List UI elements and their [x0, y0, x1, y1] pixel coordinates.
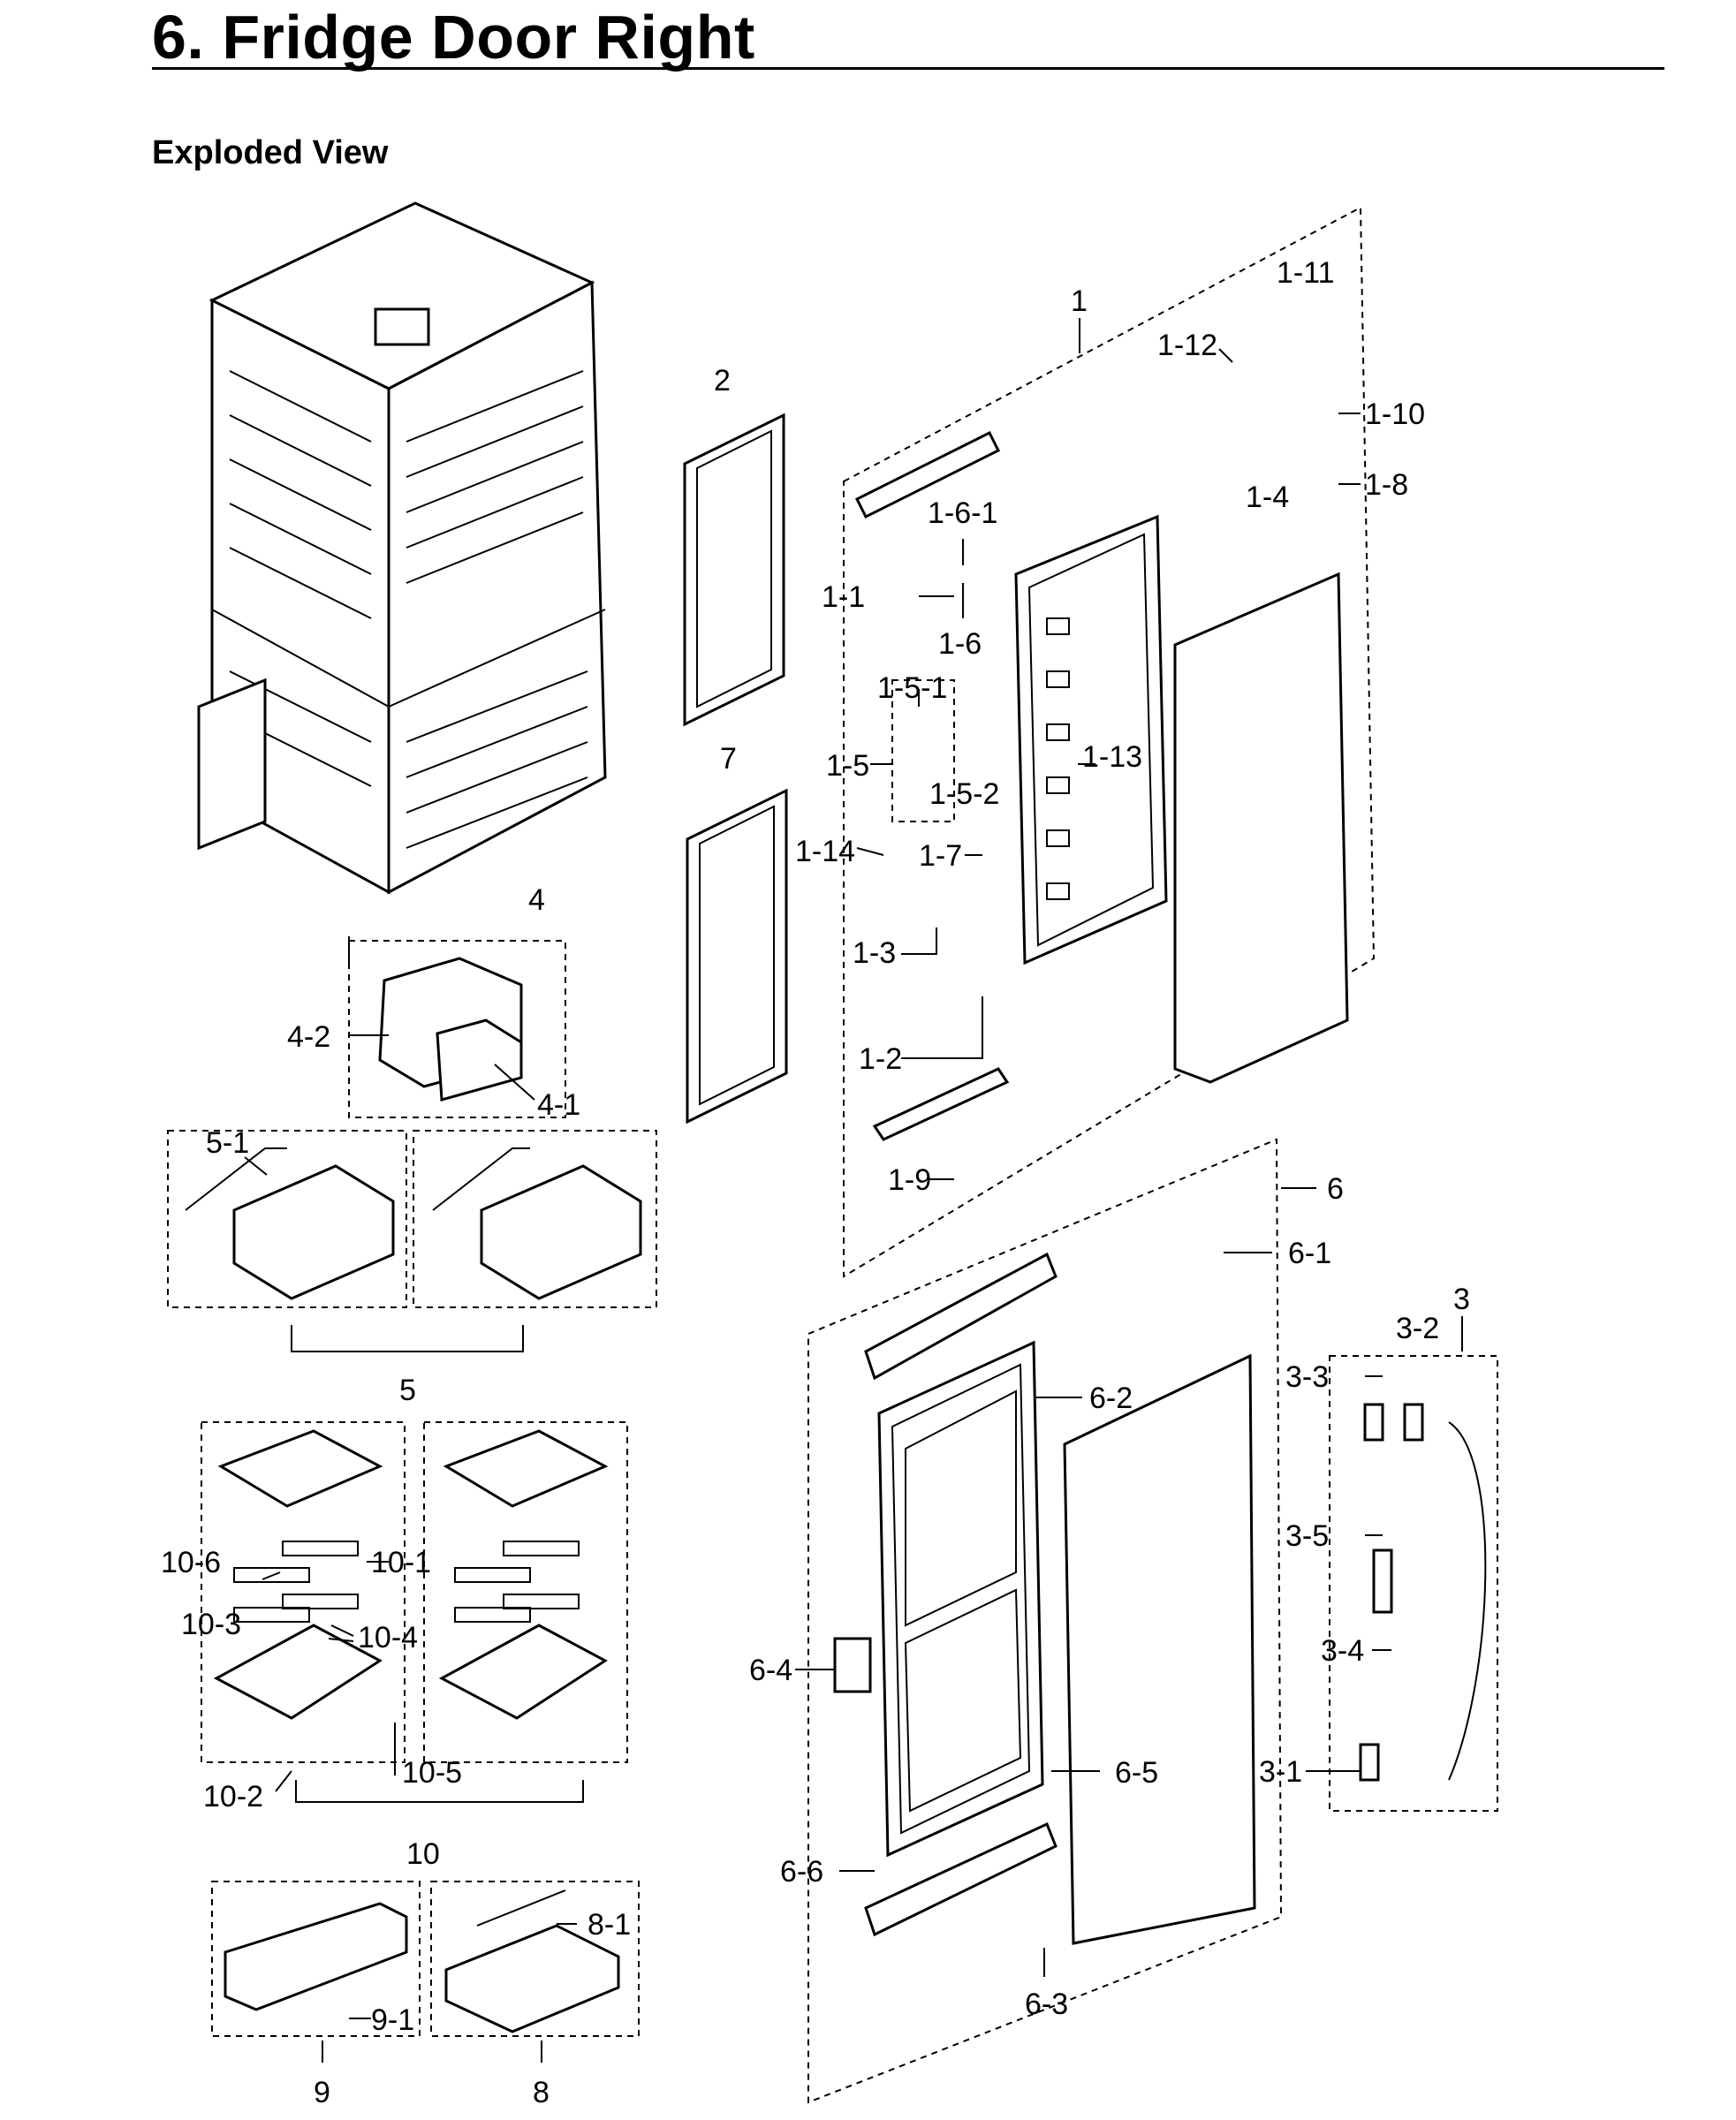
callout-6-5: 6-5: [1115, 1756, 1158, 1790]
callout-8-1: 8-1: [588, 1908, 631, 1942]
callout-1-7: 1-7: [919, 839, 962, 873]
callout-labels: 1 1-11 1-12 1-10 1-8 1-4 1-6-1 1-1 1-6 1…: [161, 256, 1470, 2109]
callout-2: 2: [714, 364, 731, 398]
callout-4-2: 4-2: [287, 1020, 330, 1054]
callout-1-2: 1-2: [859, 1042, 902, 1076]
callout-3-2: 3-2: [1396, 1312, 1439, 1345]
callout-1-13: 1-13: [1082, 740, 1142, 774]
callout-1-1: 1-1: [822, 580, 865, 614]
callout-10-6: 10-6: [161, 1546, 221, 1579]
callout-10-5: 10-5: [402, 1756, 462, 1790]
callout-1-9: 1-9: [888, 1163, 931, 1197]
gasket-2-drawing: [683, 413, 785, 727]
bin-8-drawing: [430, 1881, 640, 2037]
callout-6-4: 6-4: [749, 1654, 792, 1687]
callout-6-3: 6-3: [1025, 1988, 1068, 2021]
callout-10-1: 10-1: [371, 1546, 431, 1579]
callout-1-5-1: 1-5-1: [877, 671, 947, 705]
handle-3-assembly-drawing: [1329, 1355, 1498, 1812]
callout-3: 3: [1453, 1283, 1470, 1316]
callout-1-4: 1-4: [1246, 481, 1289, 514]
callout-6-6: 6-6: [780, 1855, 823, 1889]
gasket-7-drawing: [686, 788, 788, 1124]
callout-3-1: 3-1: [1259, 1755, 1302, 1789]
callout-1-3: 1-3: [853, 936, 896, 970]
bin-5-drawing: [167, 1130, 657, 1352]
callout-9: 9: [314, 2076, 330, 2109]
callout-3-3: 3-3: [1285, 1360, 1329, 1394]
title-underline: [152, 67, 1664, 70]
callout-leader-lines: [244, 318, 1463, 2063]
callout-1-5: 1-5: [826, 749, 869, 783]
callout-5-1: 5-1: [206, 1126, 249, 1160]
callout-1-5-2: 1-5-2: [929, 777, 999, 811]
callout-6-1: 6-1: [1288, 1237, 1331, 1270]
callout-5: 5: [399, 1374, 416, 1407]
callout-4-1: 4-1: [537, 1088, 580, 1122]
callout-8: 8: [533, 2076, 550, 2109]
callout-10-3: 10-3: [181, 1608, 241, 1641]
callout-7: 7: [720, 742, 737, 776]
door-6-assembly-drawing: [807, 1138, 1283, 2104]
callout-1: 1: [1071, 284, 1088, 318]
callout-9-1: 9-1: [371, 2003, 414, 2037]
callout-1-14: 1-14: [795, 835, 855, 868]
callout-1-6-1: 1-6-1: [928, 496, 997, 530]
cabinet-drawing: [197, 201, 607, 895]
bin-9-drawing: [211, 1881, 421, 2037]
callout-3-4: 3-4: [1321, 1634, 1364, 1668]
callout-1-11: 1-11: [1277, 256, 1335, 290]
page-title: 6. Fridge Door Right: [152, 3, 755, 72]
callout-6-2: 6-2: [1089, 1382, 1133, 1415]
bin-4-drawing: [348, 940, 566, 1118]
callout-6: 6: [1327, 1172, 1344, 1206]
callout-10-2: 10-2: [203, 1780, 263, 1813]
drawer-10-drawing: [201, 1421, 628, 1803]
callout-1-6: 1-6: [938, 627, 982, 661]
callout-1-8: 1-8: [1365, 468, 1408, 502]
callout-1-10: 1-10: [1365, 398, 1425, 431]
door-1-assembly-drawing: [843, 206, 1376, 1278]
section-subtitle: Exploded View: [152, 134, 389, 171]
callout-4: 4: [528, 883, 545, 917]
callout-10: 10: [406, 1837, 440, 1871]
callout-3-5: 3-5: [1285, 1519, 1329, 1553]
callout-1-12: 1-12: [1157, 329, 1217, 362]
callout-10-4: 10-4: [358, 1621, 418, 1654]
